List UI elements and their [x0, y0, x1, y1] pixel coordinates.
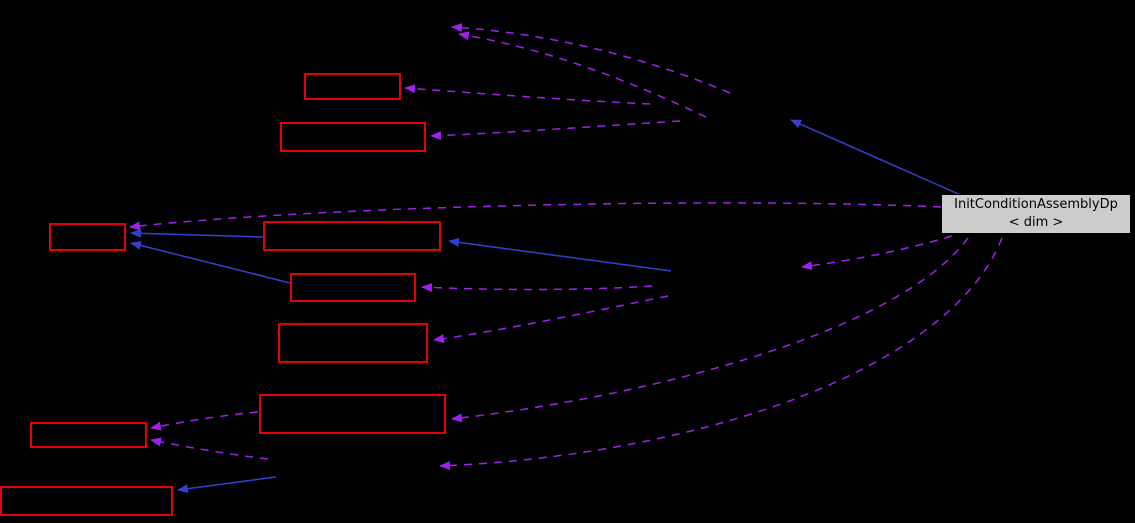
usage-edge-3: [404, 84, 651, 105]
inheritance-edge-5: [177, 476, 277, 494]
class-node-middle[interactable]: [290, 273, 416, 302]
usage-edge-2: [458, 31, 707, 118]
class-node-bottom-left-small[interactable]: [30, 422, 147, 448]
class-node-lower-wide[interactable]: [259, 394, 446, 434]
class-node-top[interactable]: [304, 73, 401, 100]
class-node-left[interactable]: [49, 223, 126, 251]
usage-edge-1: [451, 23, 731, 94]
usage-edge-8: [433, 295, 669, 344]
class-node-center-wide[interactable]: [263, 221, 441, 251]
inheritance-edge-3: [130, 228, 264, 238]
usage-edge-11: [150, 411, 259, 431]
usage-edge-9: [451, 237, 969, 423]
main-class-template-param: < dim >: [1008, 215, 1064, 230]
usage-edge-7: [421, 282, 653, 292]
main-class-name: InitConditionAssemblyDp: [954, 197, 1118, 213]
inheritance-edge-4: [130, 241, 291, 284]
usage-edge-10: [439, 237, 1003, 471]
usage-edge-12: [150, 437, 269, 460]
main-class-node: InitConditionAssemblyDp < dim >: [941, 194, 1131, 234]
class-node-upper[interactable]: [280, 122, 426, 152]
inheritance-edge-1: [790, 119, 964, 197]
usage-edge-4: [430, 120, 681, 141]
inheritance-edge-2: [448, 237, 672, 272]
class-node-bottom-left-wide[interactable]: [0, 486, 173, 516]
class-node-lower-middle[interactable]: [278, 323, 428, 363]
edges-layer: [129, 23, 1003, 494]
nodes-layer: [0, 73, 446, 516]
usage-edge-5: [129, 202, 942, 231]
usage-edge-6: [801, 235, 953, 271]
